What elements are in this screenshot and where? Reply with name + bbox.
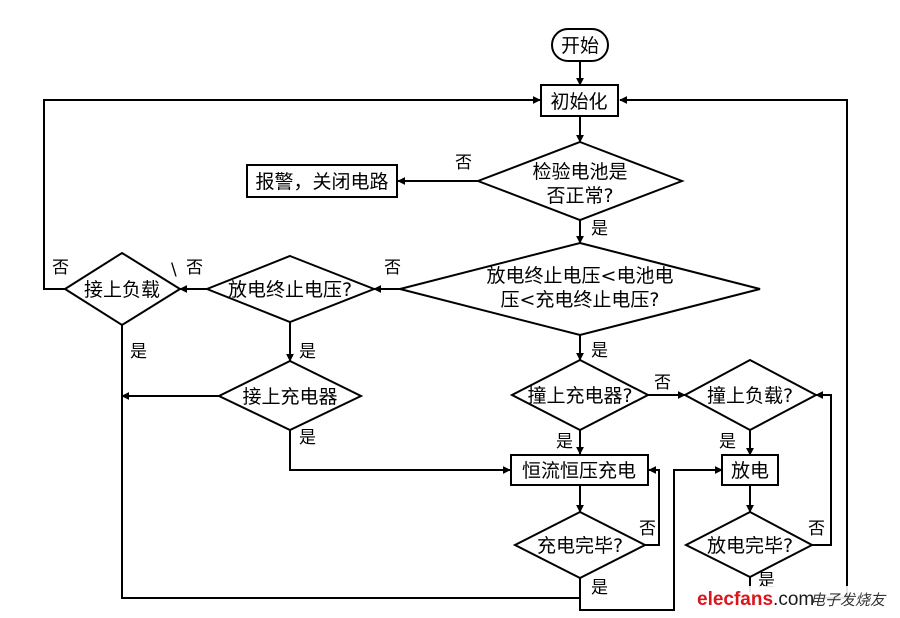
load-connected-left-decision: 接上负载 <box>63 251 182 327</box>
label-no-discharge-complete: 否 <box>808 519 825 539</box>
label-no-discharge-end: 否 <box>186 258 203 278</box>
watermark: elecfans.com 电子发烧友 <box>692 586 892 612</box>
edge-charge-complete-no-loop <box>645 466 660 546</box>
voltage-range-decision: 放电终止电压<电池电 压<充电终止电压? <box>399 241 761 337</box>
check-battery-label-line1: 检验电池是 <box>532 161 627 183</box>
label-yes-discharge-end: 是 <box>299 342 316 362</box>
stray-mark: \ <box>171 260 177 280</box>
label-yes-charger-left: 是 <box>299 428 316 448</box>
alarm-label: 报警，关闭电路 <box>255 171 388 193</box>
init-label: 初始化 <box>550 91 607 113</box>
watermark-brand: elecfans.com <box>697 589 814 610</box>
label-no-charge-complete: 否 <box>639 519 656 539</box>
charger-connected-left-label: 接上充电器 <box>242 386 337 408</box>
voltage-range-label-line1: 放电终止电压<电池电 <box>487 265 674 287</box>
label-yes-check: 是 <box>591 219 608 239</box>
label-yes-range: 是 <box>591 341 608 361</box>
branch-labels: 否 是 否 否 \ 否 是 是 是 是 否 是 是 否 是 否 是 <box>52 153 825 598</box>
alarm-node: 报警，关闭电路 <box>246 164 398 198</box>
load-connected-right-decision: 撞上负载? <box>682 358 819 432</box>
load-connected-right-label: 撞上负载? <box>707 385 793 407</box>
label-yes-load-right: 是 <box>719 432 736 452</box>
cc-cv-charge-label: 恒流恒压充电 <box>522 460 636 482</box>
charge-complete-label: 充电完毕? <box>537 535 623 557</box>
discharge-complete-label: 放电完毕? <box>707 535 793 557</box>
edge-charge-complete-yes-to-discharge <box>579 466 723 611</box>
cc-cv-charge-node: 恒流恒压充电 <box>510 454 649 486</box>
label-no-charger-mid: 否 <box>654 373 671 393</box>
check-battery-label-line2: 否正常? <box>546 185 613 207</box>
edge-load-no-loop-to-init <box>43 96 541 290</box>
start-node: 开始 <box>551 28 609 62</box>
charger-connected-mid-decision: 撞上充电器? <box>509 358 651 432</box>
init-node: 初始化 <box>540 84 619 117</box>
discharge-end-voltage-decision: 放电终止电压? <box>204 254 377 324</box>
discharge-end-voltage-label: 放电终止电压? <box>228 279 352 301</box>
voltage-range-label-line2: 压<充电终止电压? <box>500 289 659 311</box>
edge-charger-left-yes-to-charge <box>289 430 511 474</box>
start-label: 开始 <box>561 35 599 57</box>
discharge-label: 放电 <box>731 460 769 482</box>
label-yes-load-left: 是 <box>130 342 147 362</box>
label-no-load-left: 否 <box>52 258 69 278</box>
label-no-range: 否 <box>384 258 401 278</box>
load-connected-left-label: 接上负载 <box>84 279 160 301</box>
discharge-complete-decision: 放电完毕? <box>683 510 815 579</box>
watermark-tagline: 电子发烧友 <box>810 591 887 609</box>
charger-connected-left-decision: 接上充电器 <box>216 359 364 432</box>
check-battery-decision: 检验电池是 否正常? <box>475 140 685 222</box>
charger-connected-mid-label: 撞上充电器? <box>527 385 632 407</box>
charge-complete-decision: 充电完毕? <box>512 510 648 580</box>
edge-load-yes-down <box>121 325 580 599</box>
discharge-node: 放电 <box>721 454 779 486</box>
label-yes-charge-complete: 是 <box>591 578 608 598</box>
edge-discharge-complete-no-loop <box>812 391 832 546</box>
label-no-check: 否 <box>455 153 472 173</box>
label-yes-charger-mid: 是 <box>556 432 573 452</box>
